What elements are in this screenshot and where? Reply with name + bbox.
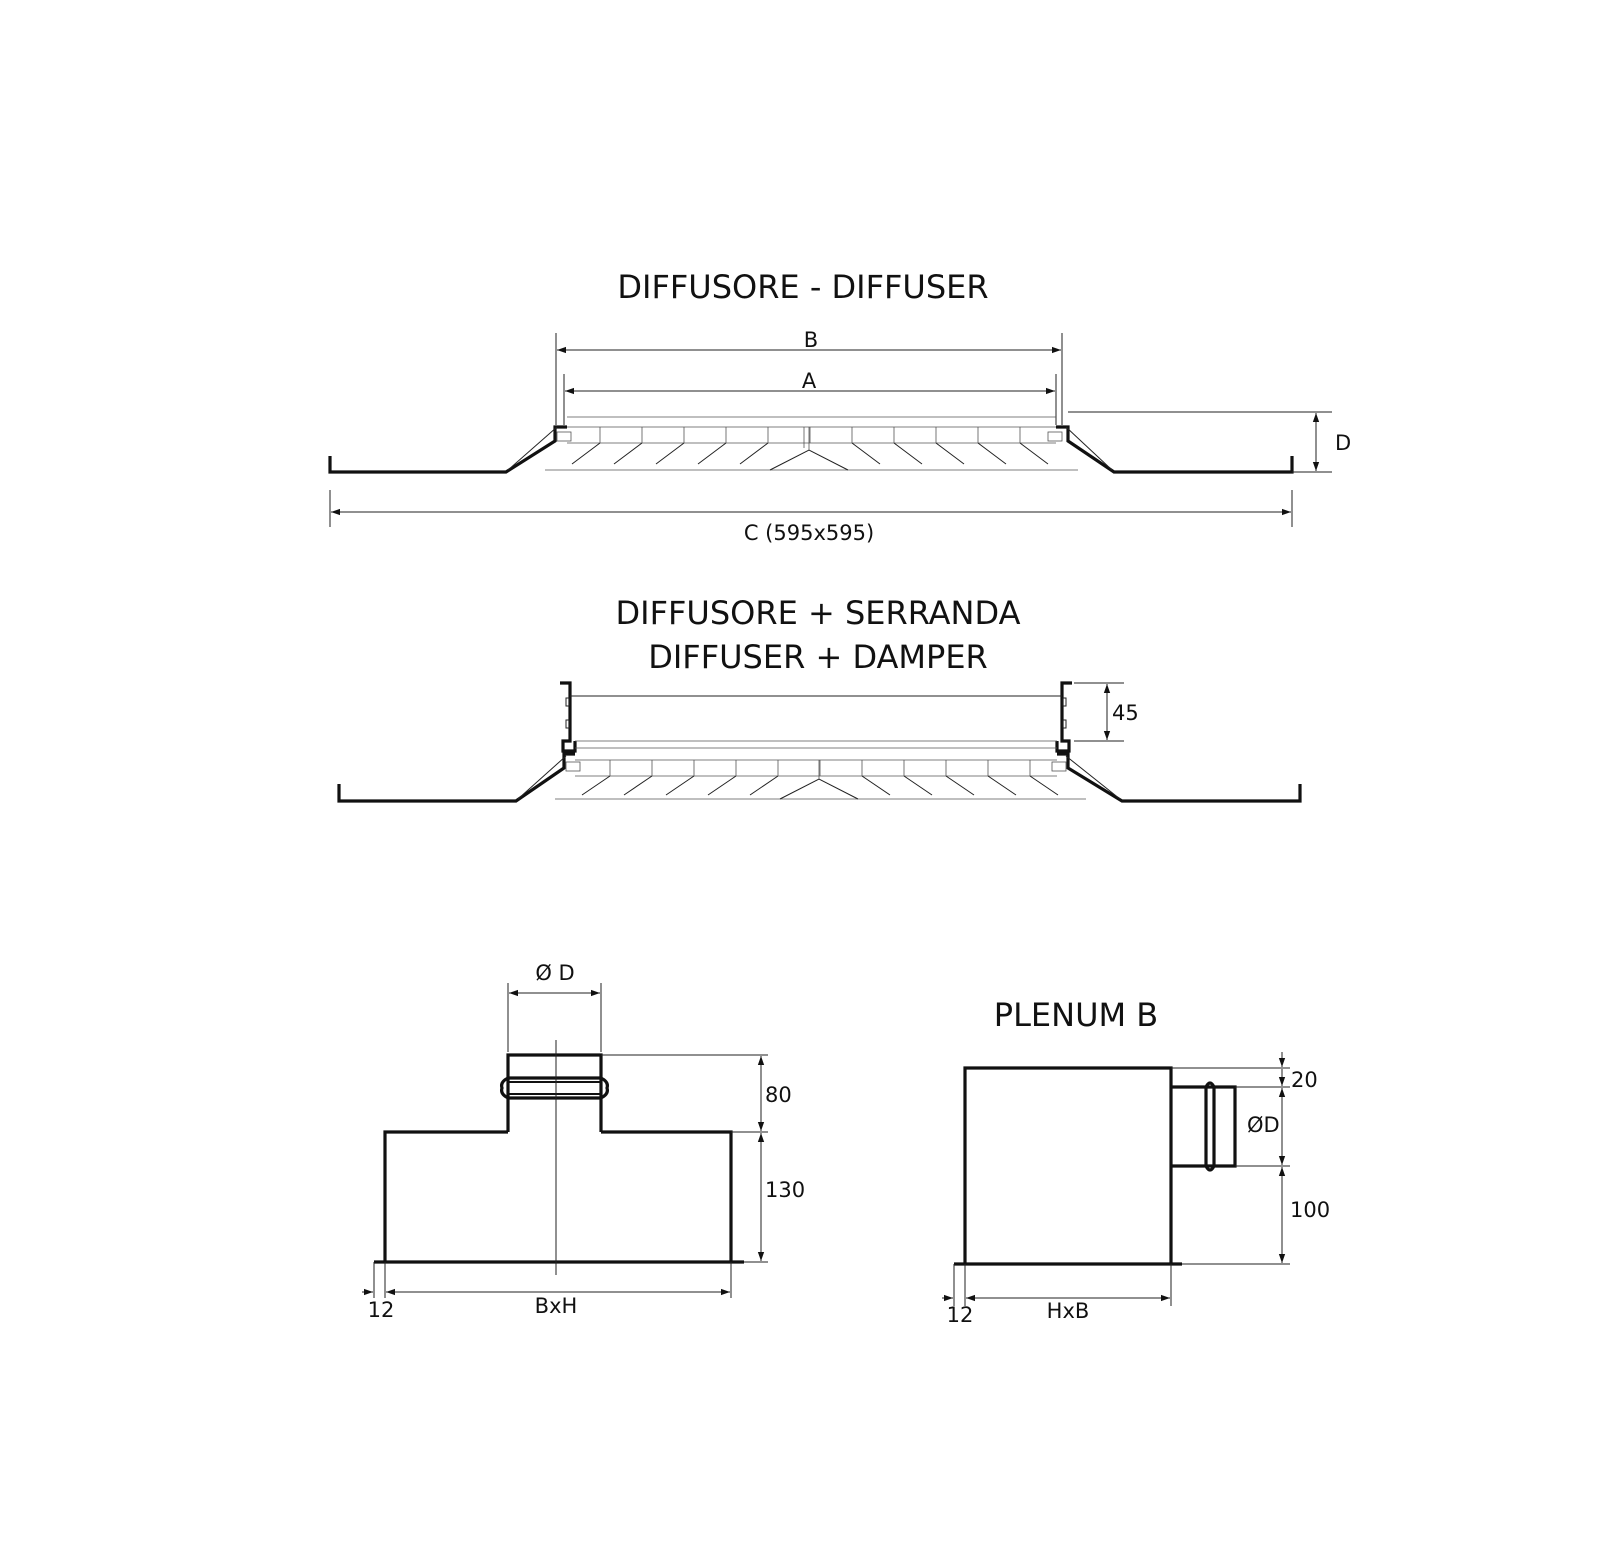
plenum-b-view: PLENUM B 20 ØD 100 12 bbox=[942, 996, 1330, 1327]
plenum-b-dimension-20-label: 20 bbox=[1291, 1068, 1318, 1092]
dimension-45-label: 45 bbox=[1112, 701, 1139, 725]
plenum-b-dimension-12-label: 12 bbox=[947, 1303, 974, 1327]
diffuser-plate bbox=[328, 425, 1294, 474]
plenum-b-dimension-width: 12 HxB bbox=[942, 1264, 1172, 1327]
dimension-a: A bbox=[563, 369, 1057, 425]
plenum-b-body bbox=[963, 1066, 1173, 1264]
plenum-a-dimension-height: 80 130 bbox=[601, 1054, 805, 1263]
plenum-b-dimension-100-label: 100 bbox=[1290, 1198, 1330, 1222]
plenum-a-dimension-od-label: Ø D bbox=[535, 961, 574, 985]
dimension-d-label: D bbox=[1335, 431, 1351, 455]
plenum-b-collar bbox=[1171, 1081, 1237, 1172]
diffuser-damper-plate bbox=[337, 752, 1302, 803]
plenum-a-dimension-width: 12 BxH bbox=[362, 1262, 732, 1322]
plenum-a-view: Ø D 80 130 12 BxH bbox=[362, 961, 805, 1322]
plenum-a-dimension-bxh-label: BxH bbox=[535, 1294, 578, 1318]
dimension-d: D bbox=[1068, 411, 1351, 473]
dimension-b-label: B bbox=[804, 328, 818, 352]
damper-frame bbox=[560, 681, 1072, 753]
plenum-b-title: PLENUM B bbox=[994, 996, 1158, 1034]
plenum-b-dimension-height: 20 ØD 100 bbox=[1171, 1052, 1330, 1265]
plenum-a-dimension-12-label: 12 bbox=[368, 1298, 395, 1322]
plenum-b-dimension-hxb-label: HxB bbox=[1047, 1299, 1090, 1323]
plenum-a-collar bbox=[500, 1053, 609, 1132]
plenum-a-dimension-od: Ø D bbox=[507, 961, 602, 1052]
dimension-45: 45 bbox=[1074, 682, 1139, 742]
plenum-a-body bbox=[383, 1130, 733, 1262]
dimension-a-label: A bbox=[802, 369, 817, 393]
diffuser-damper-title-line1: DIFFUSORE + SERRANDA bbox=[616, 594, 1021, 632]
diffuser-title: DIFFUSORE - DIFFUSER bbox=[617, 268, 988, 306]
dimension-c-label: C (595x595) bbox=[744, 521, 874, 545]
plenum-a-dimension-80-label: 80 bbox=[765, 1083, 792, 1107]
plenum-a-dimension-130-label: 130 bbox=[765, 1178, 805, 1202]
diffuser-damper-view: DIFFUSORE + SERRANDA DIFFUSER + DAMPER bbox=[337, 594, 1302, 803]
dimension-c: C (595x595) bbox=[329, 490, 1293, 545]
dimension-b: B bbox=[555, 328, 1063, 425]
diffuser-damper-vanes bbox=[517, 755, 1121, 800]
diffuser-vanes bbox=[507, 416, 1113, 471]
diffuser-view: DIFFUSORE - DIFFUSER B A bbox=[328, 268, 1351, 545]
diffuser-damper-title-line2: DIFFUSER + DAMPER bbox=[648, 638, 988, 676]
plenum-b-dimension-od-label: ØD bbox=[1247, 1113, 1280, 1137]
